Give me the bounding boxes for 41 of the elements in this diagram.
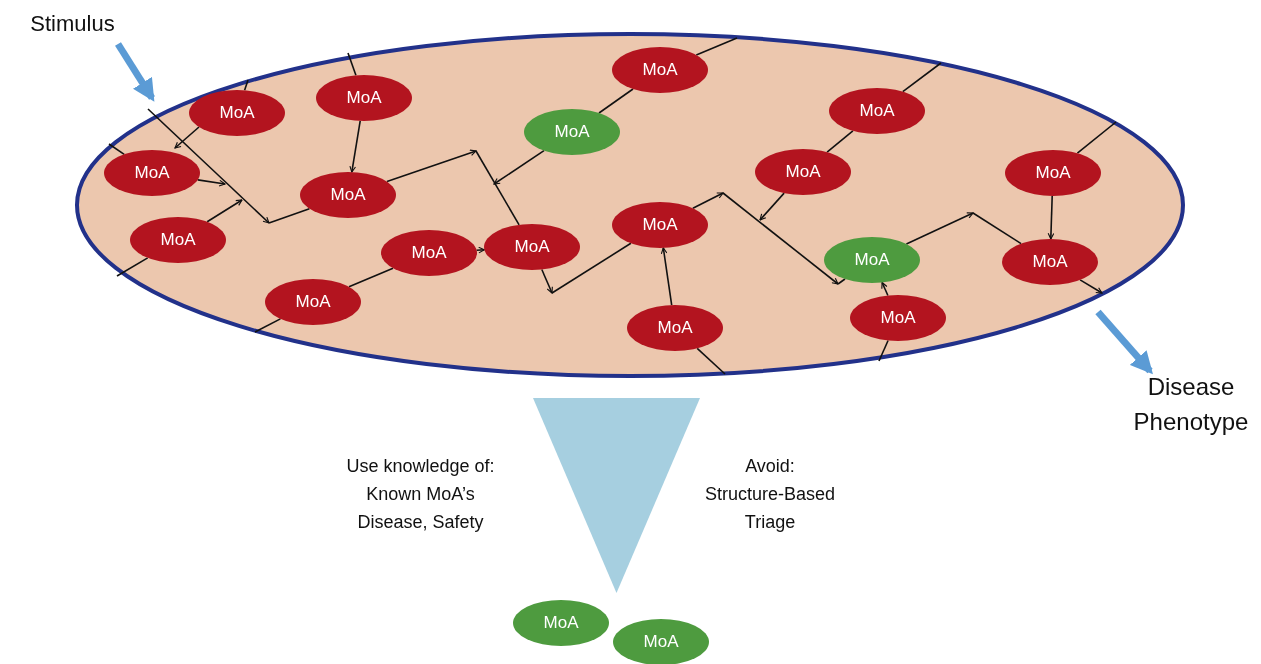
output-label: Disease Phenotype (1120, 370, 1261, 446)
pathway-line (386, 149, 477, 183)
pathway-line (1079, 279, 1103, 294)
input-label: Stimulus (5, 8, 140, 44)
arrow (1095, 309, 1153, 375)
pathway-line (826, 130, 854, 153)
arrow (115, 42, 155, 102)
pathway-line (349, 120, 361, 173)
pathway-line (878, 339, 889, 362)
pathway-line (695, 37, 738, 56)
pathway-line (598, 88, 634, 114)
pathway-line (348, 267, 394, 288)
pathway-line (837, 278, 846, 285)
pathway-line (1076, 121, 1117, 154)
moa-ellipse: MoA (613, 619, 709, 664)
annotation-text: Use knowledge of: Known MoA’s Disease, Safety (345, 455, 496, 534)
pathway-line (174, 126, 200, 149)
pathway-line (147, 108, 270, 224)
pathway-line (660, 247, 673, 306)
pathway-line (692, 192, 724, 210)
pathway-line (206, 199, 243, 223)
pathway-line (902, 62, 942, 93)
pathway-line (759, 192, 785, 221)
annotation-text: Avoid: Structure-Based Triage (703, 455, 837, 534)
pathway-line (268, 207, 311, 224)
pathway-line (254, 318, 282, 333)
pathway-line (881, 281, 889, 297)
pathway-line (972, 212, 1022, 245)
pathway-line (475, 150, 520, 226)
pathway-line (197, 179, 226, 187)
pathway-line (1047, 195, 1055, 240)
pathway-line (493, 149, 545, 185)
pathway-line (541, 268, 553, 294)
pathway-line (551, 242, 632, 294)
pathway-line (108, 143, 125, 156)
pathway-line (347, 52, 357, 77)
pathway-line (696, 347, 726, 375)
pathway-line (905, 212, 974, 245)
moa-ellipse: MoA (513, 600, 609, 646)
pathway-line (475, 246, 486, 254)
pathway-line (243, 79, 249, 92)
